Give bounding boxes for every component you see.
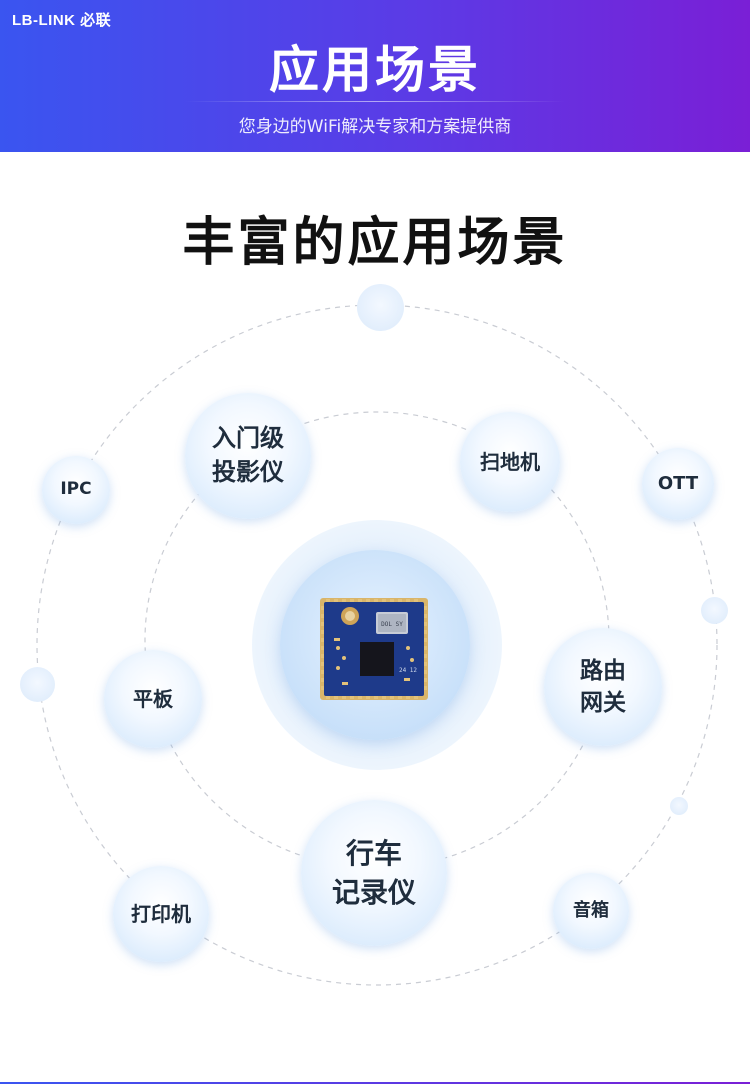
page-title: 应用场景: [269, 41, 481, 99]
scenario-dashcam: 行车 记录仪: [301, 800, 447, 946]
scenario-sweeper: 扫地机: [460, 412, 560, 512]
orbit-dot-right-small: [670, 797, 688, 815]
wifi-module-image: DOL SY 24 12: [320, 598, 428, 700]
scenario-dashcam-line2: 记录仪: [331, 876, 416, 909]
scenario-tablet: 平板: [104, 650, 202, 748]
scenario-printer: 打印机: [113, 866, 209, 962]
page-subtitle: 您身边的WiFi解决专家和方案提供商: [238, 117, 512, 137]
header-banner: LB-LINK 必联 应用场景 您身边的WiFi解决专家和方案提供商: [0, 0, 750, 152]
scenario-projector-line1: 入门级: [212, 424, 284, 453]
scenario-speaker-label: 音箱: [573, 900, 609, 922]
module-marking: 24 12: [399, 667, 417, 674]
scenario-router: 路由 网关: [544, 628, 662, 746]
orbit-dot-left: [20, 667, 55, 702]
module-crystal-label: DOL SY: [381, 621, 403, 628]
orbit-dot-right: [701, 597, 728, 624]
scenario-projector: 入门级 投影仪: [185, 393, 311, 519]
scenario-printer-label: 打印机: [131, 902, 191, 926]
scenario-ipc-label: IPC: [60, 479, 92, 500]
scenario-router-line2: 网关: [580, 690, 626, 716]
section-title: 丰富的应用场景: [182, 213, 568, 273]
scenario-dashcam-line1: 行车: [345, 836, 402, 870]
scenario-speaker: 音箱: [553, 873, 629, 949]
scenario-ipc: IPC: [42, 456, 110, 524]
scenario-projector-line2: 投影仪: [212, 458, 284, 486]
scenario-ott: OTT: [642, 448, 714, 520]
bottom-divider: [0, 1082, 750, 1084]
header-divider: [185, 101, 565, 102]
orbit-dot-top: [357, 284, 404, 331]
scenario-ott-label: OTT: [657, 473, 699, 495]
scenario-router-line1: 路由: [580, 657, 626, 684]
brand-logo: LB-LINK 必联: [12, 12, 112, 29]
scenario-tablet-label: 平板: [133, 687, 173, 711]
scenario-sweeper-label: 扫地机: [480, 450, 540, 474]
